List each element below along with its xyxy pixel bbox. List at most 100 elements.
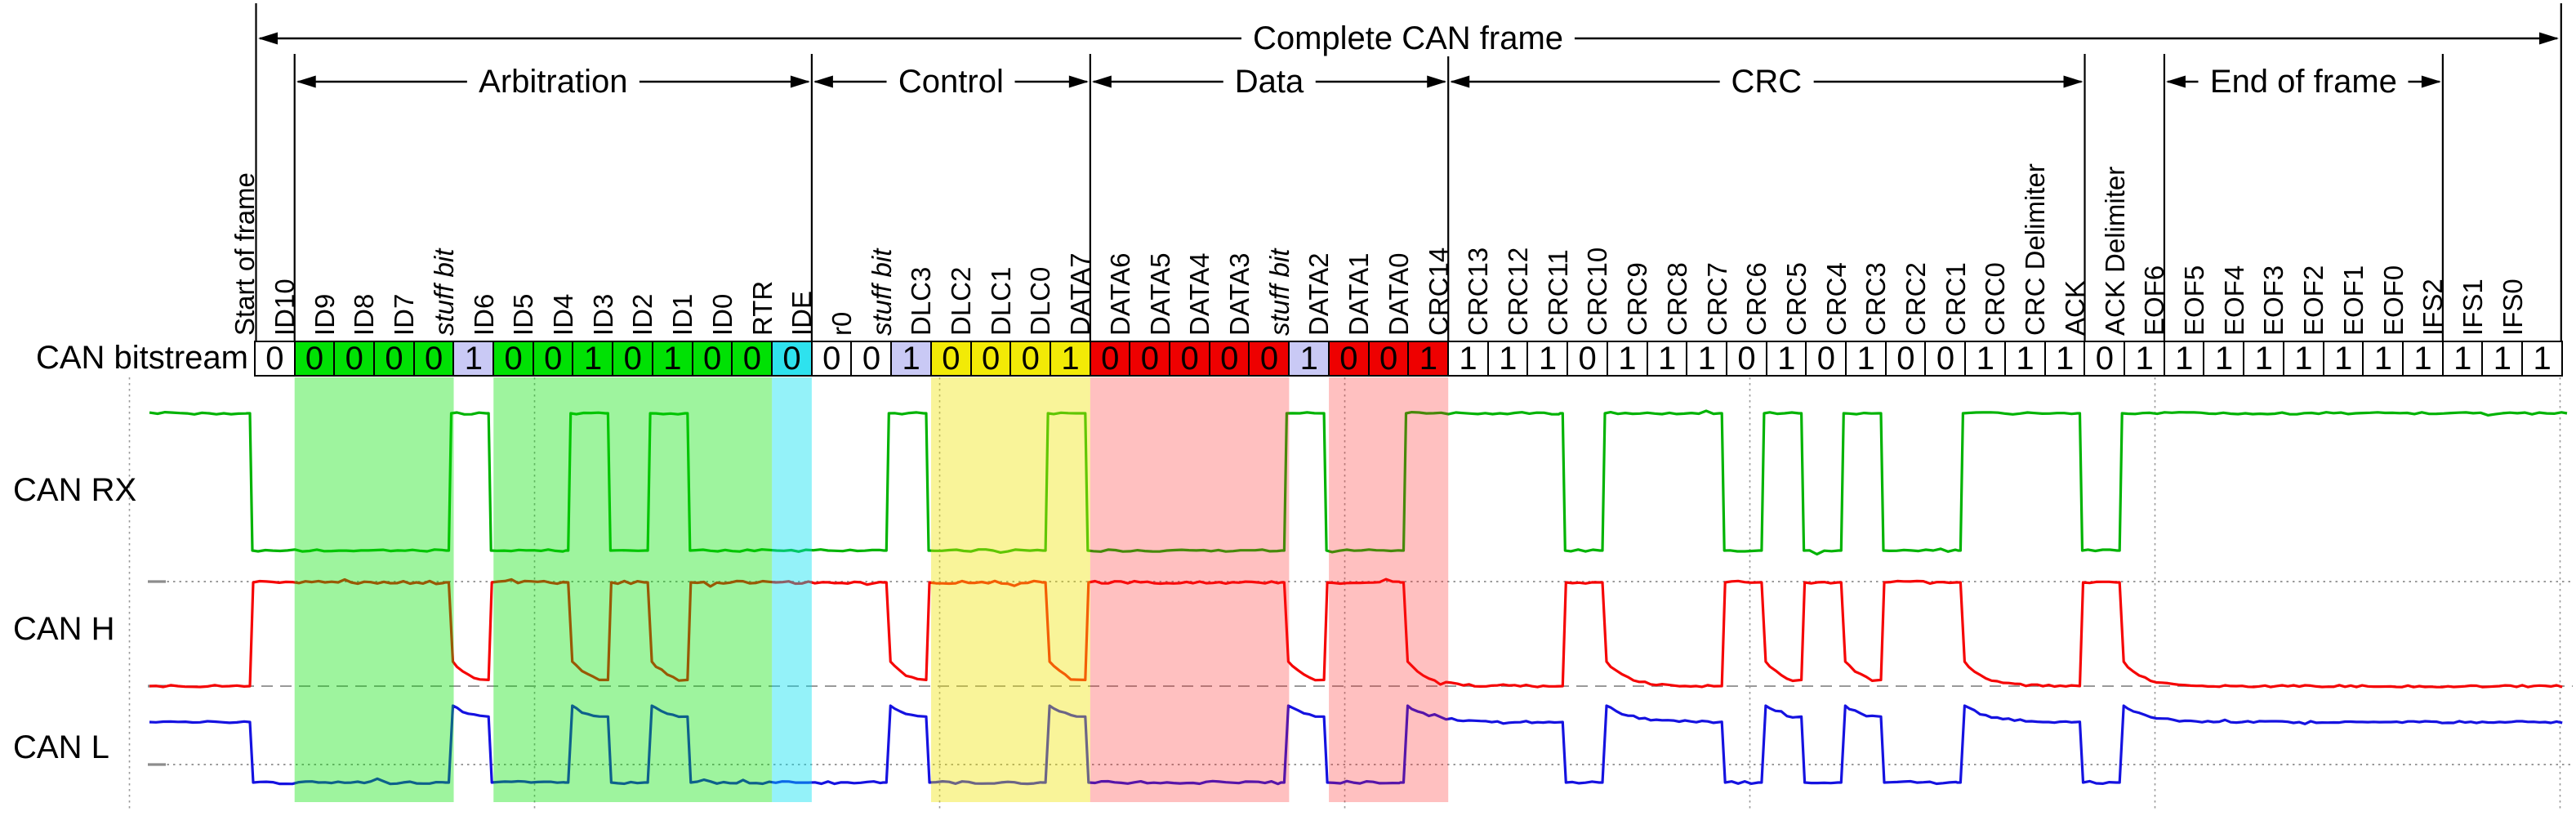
bit-label-dlc3: DLC3 <box>906 266 937 336</box>
bit-label-id1: ID1 <box>667 293 698 336</box>
bit-label-stuff-bit: stuff bit <box>866 248 897 336</box>
bit-cell-dlc2: 0 <box>969 341 1012 377</box>
bit-label-eof3: EOF3 <box>2258 265 2289 336</box>
section-label-crc: CRC <box>1719 64 1814 100</box>
bit-label-data7: DATA7 <box>1065 252 1096 336</box>
bit-label-id4: ID4 <box>548 293 578 336</box>
bit-cell-id0: 0 <box>731 341 773 377</box>
section-label-control: Control <box>886 64 1015 100</box>
section-label-data: Data <box>1223 64 1316 100</box>
bit-label-stuff-bit: stuff bit <box>1263 248 1295 336</box>
bit-cell-crc13: 1 <box>1486 341 1529 377</box>
section-arrow-left-arrowhead <box>813 75 833 88</box>
bit-cell-id7: 0 <box>412 341 455 377</box>
field-highlight-band <box>493 377 773 802</box>
bit-cell-crc2: 0 <box>1924 341 1967 377</box>
bit-label-ack: ACK <box>2059 280 2090 336</box>
bit-cell-data1: 0 <box>1367 341 1410 377</box>
bit-label-crc0: CRC0 <box>1980 262 2011 336</box>
section-label-end-of-frame: End of frame <box>2198 64 2409 100</box>
section-arrow-left-arrowhead <box>1091 75 1112 88</box>
bit-label-crc11: CRC11 <box>1542 249 1573 336</box>
bit-label-stuff-bit: stuff bit <box>428 248 459 336</box>
bit-label-start-of-frame: Start of frame <box>230 172 261 336</box>
bit-cell-data6: 0 <box>1129 341 1171 377</box>
bit-cell-dlc3: 0 <box>929 341 972 377</box>
bit-cell-id10: 0 <box>293 341 336 377</box>
bit-label-crc2: CRC2 <box>1901 262 1932 336</box>
row-label-can-l: CAN L <box>13 729 109 765</box>
bit-label-eof6: EOF6 <box>2139 265 2170 336</box>
complete-frame-label: Complete CAN frame <box>1241 20 1575 56</box>
can-h-trace <box>149 577 2563 689</box>
section-arrow-right-arrowhead <box>2063 75 2084 88</box>
bit-label-eof4: EOF4 <box>2218 265 2249 336</box>
bit-label-id8: ID8 <box>349 293 380 336</box>
bit-cell-eof1: 1 <box>2362 341 2404 377</box>
bit-cell-id4: 1 <box>572 341 614 377</box>
bit-label-dlc2: DLC2 <box>946 266 977 336</box>
bit-label-data6: DATA6 <box>1104 252 1135 336</box>
bit-cell-crc11: 0 <box>1567 341 1609 377</box>
bit-label-ifs1: IFS1 <box>2457 279 2488 336</box>
bit-cell-stuff-bit: 1 <box>1288 341 1330 377</box>
bit-label-crc12: CRC12 <box>1502 247 1533 336</box>
bit-label-eof5: EOF5 <box>2178 265 2209 336</box>
bit-cell-data0: 1 <box>1407 341 1450 377</box>
bit-cell-stuff-bit: 1 <box>452 341 495 377</box>
field-highlight-band <box>772 377 812 802</box>
bit-cell-data3: 0 <box>1248 341 1290 377</box>
bit-label-eof2: EOF2 <box>2298 265 2329 336</box>
section-arrow-left-arrowhead <box>1450 75 1470 88</box>
bit-label-dlc1: DLC1 <box>985 266 1016 336</box>
bit-label-id9: ID9 <box>309 293 340 336</box>
complete-frame-arrow-left-arrowhead <box>258 32 278 45</box>
bit-cell-data7: 0 <box>1089 341 1131 377</box>
section-label-arbitration: Arbitration <box>467 64 640 100</box>
bit-label-crc7: CRC7 <box>1701 262 1732 336</box>
bit-label-crc13: CRC13 <box>1463 247 1494 336</box>
bit-cell-eof2: 1 <box>2322 341 2364 377</box>
field-highlight-band <box>931 377 1090 802</box>
bit-cell-ack-delimiter: 1 <box>2124 341 2166 377</box>
bit-label-ide: IDE <box>787 290 818 336</box>
bit-label-crc4: CRC4 <box>1821 262 1852 336</box>
complete-frame-arrow-right-arrowhead <box>2539 32 2559 45</box>
bit-label-crc-delimiter: CRC Delimiter <box>2020 163 2051 336</box>
bit-cell-ifs0: 1 <box>2521 341 2564 377</box>
bit-cell-crc3: 0 <box>1884 341 1927 377</box>
bit-label-crc5: CRC5 <box>1780 262 1812 336</box>
bit-cell-crc-delimiter: 1 <box>2043 341 2086 377</box>
bit-cell-id6: 0 <box>492 341 535 377</box>
bit-label-data1: DATA1 <box>1344 252 1375 336</box>
bit-label-rtr: RTR <box>747 280 778 336</box>
bit-cell-r0: 0 <box>850 341 893 377</box>
section-arrow-right-arrowhead <box>1068 75 1089 88</box>
bit-label-id7: ID7 <box>389 293 420 336</box>
bit-cell-crc9: 1 <box>1646 341 1688 377</box>
bit-cell-dlc0: 1 <box>1049 341 1092 377</box>
row-label-can-rx: CAN RX <box>13 472 137 508</box>
bit-cell-crc5: 0 <box>1805 341 1847 377</box>
bit-label-crc8: CRC8 <box>1661 262 1692 336</box>
bit-cell-id8: 0 <box>372 341 415 377</box>
section-arrow-left-arrowhead <box>296 75 316 88</box>
bit-cell-start-of-frame: 0 <box>253 341 296 377</box>
section-arrow-right-arrowhead <box>1427 75 1447 88</box>
bit-cell-id5: 0 <box>532 341 574 377</box>
bit-label-crc3: CRC3 <box>1861 262 1892 336</box>
bit-cell-ide: 0 <box>810 341 853 377</box>
section-arrow-right-arrowhead <box>2421 75 2441 88</box>
bit-cell-data5: 0 <box>1169 341 1211 377</box>
bit-label-eof0: EOF0 <box>2378 265 2409 336</box>
bit-label-eof1: EOF1 <box>2338 265 2369 336</box>
bit-cell-crc12: 1 <box>1526 341 1569 377</box>
bit-label-ifs0: IFS0 <box>2497 279 2528 336</box>
bit-cell-crc7: 0 <box>1725 341 1768 377</box>
bit-label-ack-delimiter: ACK Delimiter <box>2099 166 2130 336</box>
bit-cell-eof6: 1 <box>2163 341 2205 377</box>
bit-cell-crc0: 1 <box>2003 341 2046 377</box>
bit-cell-id2: 1 <box>651 341 693 377</box>
bit-cell-crc14: 1 <box>1447 341 1490 377</box>
